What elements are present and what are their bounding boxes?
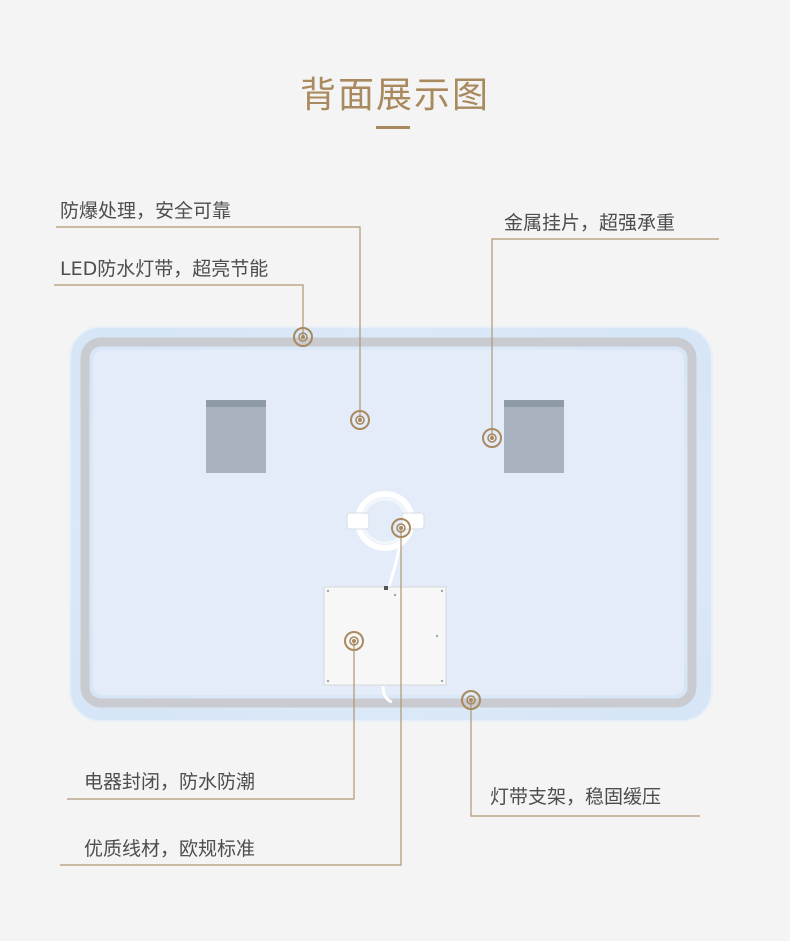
leader-lines <box>54 226 719 866</box>
target-marker-hanger <box>482 428 502 448</box>
target-marker-box <box>344 631 364 651</box>
metal-hanger-left <box>206 400 266 473</box>
callout-electrical-sealed: 电器封闭，防水防潮 <box>84 771 256 793</box>
title-underline <box>376 126 410 129</box>
metal-hanger-right <box>504 400 564 473</box>
led-frame <box>80 337 697 708</box>
page-title: 背面展示图 <box>299 75 490 116</box>
callout-strip-bracket: 灯带支架，稳固缓压 <box>490 786 662 808</box>
target-marker-bracket <box>461 690 481 710</box>
callout-quality-wire: 优质线材，欧规标准 <box>84 838 256 860</box>
callout-metal-hanger: 金属挂片，超强承重 <box>504 212 676 234</box>
callout-led-strip: LED防水灯带，超亮节能 <box>60 258 269 280</box>
target-marker-led <box>293 327 313 347</box>
callout-explosion-proof: 防爆处理，安全可靠 <box>60 200 232 222</box>
target-marker-wire <box>391 518 411 538</box>
electrical-box <box>323 586 447 704</box>
target-marker-explosion <box>350 410 370 430</box>
